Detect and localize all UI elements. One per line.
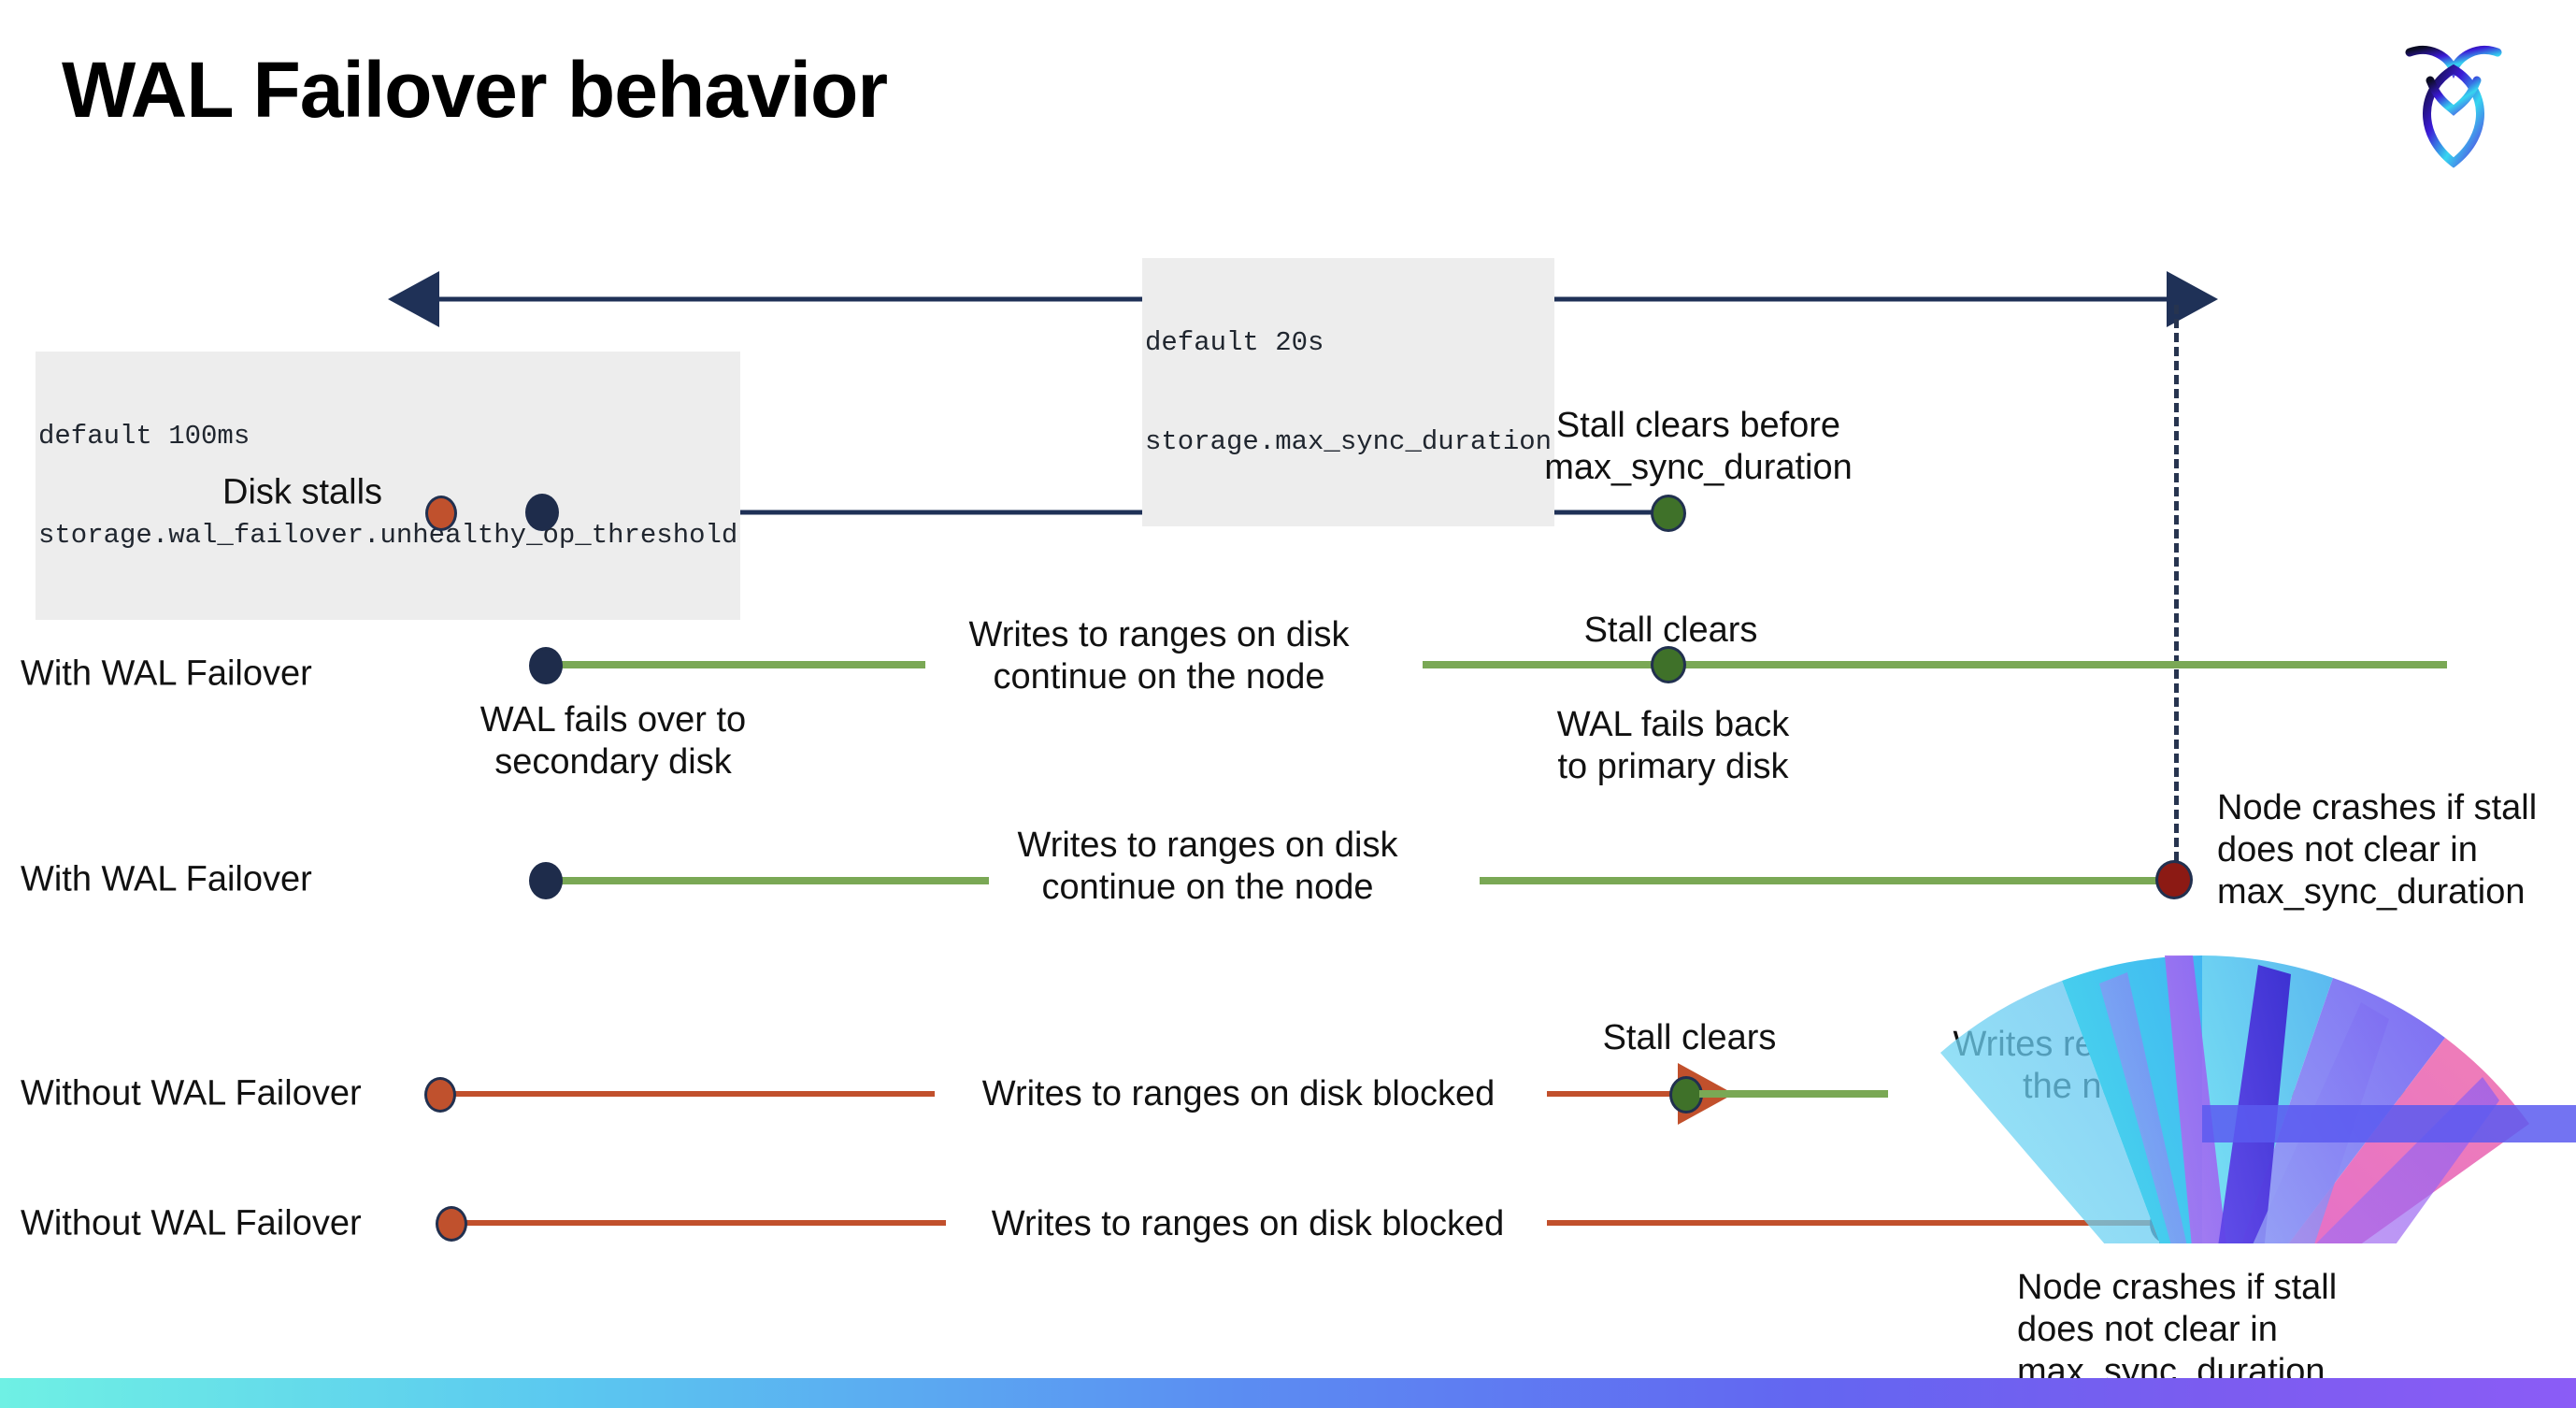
note-stall-clears-row4: Stall clears xyxy=(1602,1018,1777,1057)
max-sync-setting-label: storage.max_sync_duration xyxy=(1145,425,1553,457)
max-sync-deadline-dashed-line xyxy=(2174,305,2179,875)
max-sync-default-label: default 20s xyxy=(1145,326,1324,358)
note-node-crashes-row3: Node crashes if stall does not clear in … xyxy=(2217,788,2538,912)
note-node-crashes-row5: Node crashes if stall does not clear in … xyxy=(2017,1268,2338,1391)
note-writes-continue-row2: Writes to ranges on disk continue on the… xyxy=(968,615,1350,697)
note-stall-clears-row2: Stall clears xyxy=(1583,611,1758,650)
disk-stall-start-marker-row4 xyxy=(424,1077,456,1113)
row-label-with-wal-failover-1: With WAL Failover xyxy=(21,654,312,694)
note-writes-continue-row3: Writes to ranges on disk continue on the… xyxy=(1017,826,1398,907)
note-wal-fails-over-row2: WAL fails over to secondary disk xyxy=(479,700,747,782)
wal-failover-marker-row3 xyxy=(529,862,563,899)
unhealthy-op-default-label: default 100ms xyxy=(38,420,250,452)
disk-stall-start-marker-row5 xyxy=(436,1206,467,1242)
node-crash-marker-row3 xyxy=(2155,860,2193,899)
stall-clear-marker-row4 xyxy=(1669,1076,1703,1113)
max-sync-duration-annotation: default 20s storage.max_sync_duration xyxy=(1142,258,1555,526)
note-wal-fails-back-row2: WAL fails back to primary disk xyxy=(1556,705,1790,786)
row-label-without-wal-failover-2: Without WAL Failover xyxy=(21,1203,362,1243)
note-writes-blocked-row5: Writes to ranges on disk blocked xyxy=(991,1204,1505,1243)
row5-orange-segment-a xyxy=(460,1220,946,1226)
row4-green-segment-b xyxy=(1699,1090,1888,1098)
row4-orange-segment-a xyxy=(449,1091,935,1097)
unhealthy-op-setting-label: storage.wal_failover.unhealthy_op_thresh… xyxy=(38,519,738,551)
page-title: WAL Failover behavior xyxy=(62,46,888,134)
row4-green-segment-c xyxy=(2288,1090,2452,1098)
row-label-without-wal-failover-1: Without WAL Failover xyxy=(21,1073,362,1113)
row3-green-segment-a xyxy=(542,877,989,884)
note-writes-blocked-row4: Writes to ranges on disk blocked xyxy=(981,1074,1496,1113)
unhealthy-op-threshold-annotation: default 100ms storage.wal_failover.unhea… xyxy=(36,352,741,620)
row2-green-segment-b xyxy=(1423,661,2447,668)
stall-clear-marker-row1 xyxy=(1651,495,1686,532)
note-stall-clears-before-max-sync: Stall clears before max_sync_duration xyxy=(1544,406,1853,487)
node-crash-marker-row5 xyxy=(2150,1204,2185,1243)
wal-failover-marker-row1 xyxy=(525,494,559,531)
note-writes-resume-row4: Writes resume on the node xyxy=(1953,1025,2231,1106)
row2-green-segment-a xyxy=(542,661,925,668)
cockroachdb-logo-icon xyxy=(2393,32,2514,172)
row-label-with-wal-failover-2: With WAL Failover xyxy=(21,859,312,899)
bottom-gradient-bar xyxy=(0,1378,2576,1408)
wal-failover-marker-row2 xyxy=(529,647,563,684)
stall-clear-marker-row2 xyxy=(1651,646,1686,683)
row-label-disk-stalls: Disk stalls xyxy=(222,472,383,512)
row3-green-segment-b xyxy=(1480,877,2175,884)
disk-stall-start-marker xyxy=(425,496,457,531)
